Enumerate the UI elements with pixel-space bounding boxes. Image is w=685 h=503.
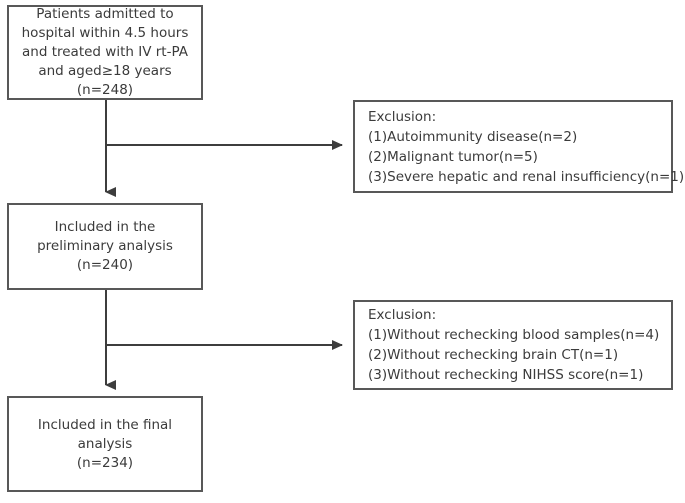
exclusion-heading: Exclusion:: [368, 108, 437, 125]
exclusion-heading: Exclusion:: [368, 307, 437, 323]
exclusion-reason-item: (1)Without rechecking blood samples(n=4): [368, 327, 660, 343]
node-included-final-analysis: Included in the final analysis (n=234): [7, 396, 203, 492]
node-text-line: Patients admitted to: [36, 6, 174, 22]
node-text-line: Included in the: [54, 219, 156, 235]
node-text-line: and treated with IV rt-PA: [22, 44, 188, 60]
exclusion-reason-item: (3)Without rechecking NIHSS score(n=1): [368, 367, 644, 383]
node-count-label: (n=248): [76, 82, 134, 98]
node-exclusion-preliminary: Exclusion: (1)Autoimmunity disease(n=2) …: [353, 100, 685, 193]
node-text-line: and aged≥18 years: [38, 63, 172, 79]
node-count-label: (n=240): [76, 257, 134, 273]
exclusion-reason-item: (2)Without rechecking brain CT(n=1): [368, 347, 619, 363]
node-text-line: preliminary analysis: [37, 238, 173, 254]
node-included-preliminary-analysis: Included in the preliminary analysis (n=…: [7, 203, 203, 290]
exclusion-reason-item: (2)Malignant tumor(n=5): [368, 148, 538, 165]
exclusion-reason-item: (1)Autoimmunity disease(n=2): [368, 128, 578, 145]
node-exclusion-final: Exclusion: (1)Without rechecking blood s…: [353, 300, 673, 390]
node-text-line: analysis: [77, 435, 133, 452]
exclusion-reason-item: (3)Severe hepatic and renal insufficienc…: [368, 168, 685, 185]
node-text-line: hospital within 4.5 hours: [21, 25, 189, 41]
node-text-line: Included in the final: [37, 416, 173, 433]
node-patients-admitted: Patients admitted to hospital within 4.5…: [7, 5, 203, 100]
node-count-label: (n=234): [76, 454, 134, 471]
